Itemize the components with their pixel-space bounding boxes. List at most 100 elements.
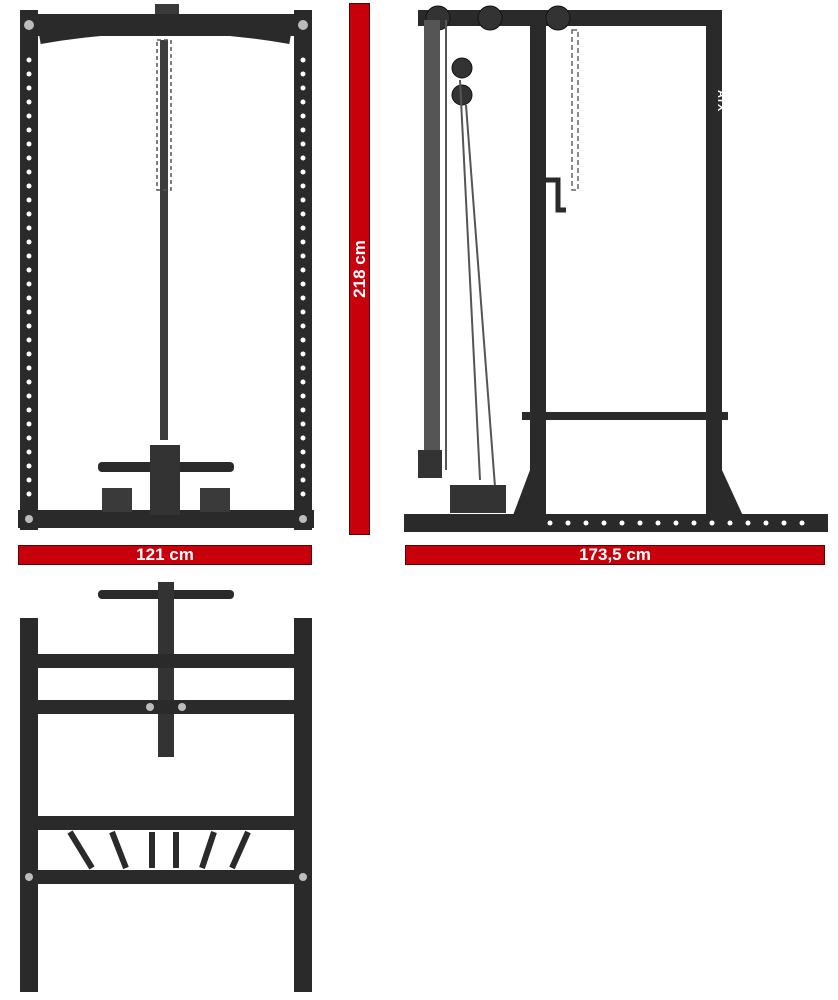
upright-hole: [26, 141, 32, 147]
multigrip-handles: [67, 830, 251, 870]
base-hole: [619, 520, 625, 526]
side-safety-bar: [522, 412, 728, 420]
upright-hole: [26, 71, 32, 77]
base-hole: [655, 520, 661, 526]
bolt: [299, 873, 307, 881]
height-dimension-label: 218 cm: [349, 240, 369, 298]
upright-hole: [26, 491, 32, 497]
side-front-upright: [530, 18, 546, 498]
upright-hole: [26, 267, 32, 273]
upright-hole: [300, 267, 306, 273]
upright-hole: [300, 57, 306, 63]
side-view: ATX: [404, 5, 828, 532]
upright-hole: [26, 183, 32, 189]
side-cable: [459, 79, 481, 481]
upright-hole: [26, 309, 32, 315]
top-crossmember: [20, 870, 312, 884]
base-hole: [673, 520, 679, 526]
top-pulley-housing: [155, 4, 179, 14]
top-right-upright: [294, 618, 312, 992]
top-view: [20, 582, 312, 992]
upright-hole: [300, 71, 306, 77]
upright-hole: [26, 169, 32, 175]
upright-hole: [26, 197, 32, 203]
front-view: [18, 4, 314, 530]
brand-logo: ATX: [715, 90, 727, 112]
base-hole: [691, 520, 697, 526]
base-hole: [565, 520, 571, 526]
top-left-upright: [20, 618, 38, 992]
height-dimension-bar: 218 cm: [349, 3, 370, 535]
base-hole: [547, 520, 553, 526]
upright-hole: [26, 351, 32, 357]
upright-hole: [26, 323, 32, 329]
top-center-column: [158, 582, 174, 757]
upright-hole: [26, 295, 32, 301]
bolt: [299, 515, 307, 523]
upright-hole: [300, 323, 306, 329]
upright-hole: [300, 281, 306, 287]
upright-hole: [26, 379, 32, 385]
side-rear-upright: [706, 10, 722, 498]
base-hole: [799, 520, 805, 526]
upright-hole: [26, 155, 32, 161]
upright-hole: [300, 379, 306, 385]
upright-hole: [300, 407, 306, 413]
base-hole: [727, 520, 733, 526]
upright-hole: [300, 365, 306, 371]
bolt: [25, 873, 33, 881]
base-hole: [709, 520, 715, 526]
upright-hole: [300, 491, 306, 497]
upright-hole: [300, 211, 306, 217]
upright-hole: [26, 57, 32, 63]
front-chain: [156, 39, 172, 191]
upright-hole: [300, 351, 306, 357]
pulley: [451, 57, 473, 79]
base-hole: [637, 520, 643, 526]
bolt: [25, 515, 33, 523]
bolt: [24, 20, 34, 30]
upright-hole: [300, 183, 306, 189]
upright-hole: [300, 449, 306, 455]
upright-hole: [26, 435, 32, 441]
upright-hole: [300, 393, 306, 399]
j-hook: [546, 177, 566, 213]
top-crossmember: [20, 700, 312, 714]
upright-hole: [26, 393, 32, 399]
base-hole: [763, 520, 769, 526]
side-foot-plate: [450, 485, 506, 513]
pulley: [477, 5, 503, 31]
upright-holes: [26, 57, 306, 497]
upright-hole: [26, 85, 32, 91]
upright-hole: [300, 295, 306, 301]
upright-hole: [300, 169, 306, 175]
upright-hole: [300, 477, 306, 483]
upright-hole: [26, 99, 32, 105]
upright-hole: [26, 337, 32, 343]
side-cable: [465, 104, 497, 501]
top-crossmember: [20, 816, 312, 830]
upright-hole: [26, 281, 32, 287]
upright-hole: [26, 113, 32, 119]
upright-hole: [300, 127, 306, 133]
upright-hole: [300, 225, 306, 231]
upright-hole: [300, 463, 306, 469]
upright-hole: [26, 365, 32, 371]
upright-hole: [300, 309, 306, 315]
side-depth-dimension-bar: 173,5 cm: [405, 545, 825, 565]
upright-hole: [26, 253, 32, 259]
front-foot-block-left: [102, 488, 132, 512]
upright-hole: [300, 113, 306, 119]
front-foot-block-right: [200, 488, 230, 512]
upright-hole: [26, 477, 32, 483]
upright-hole: [26, 449, 32, 455]
bolt: [178, 703, 186, 711]
top-crossmember: [20, 654, 312, 668]
front-pullup-bar: [39, 25, 291, 44]
upright-hole: [26, 407, 32, 413]
upright-hole: [300, 141, 306, 147]
front-base: [18, 510, 314, 528]
bolt: [146, 703, 154, 711]
front-width-dimension-label: 121 cm: [136, 545, 194, 564]
upright-hole: [300, 253, 306, 259]
